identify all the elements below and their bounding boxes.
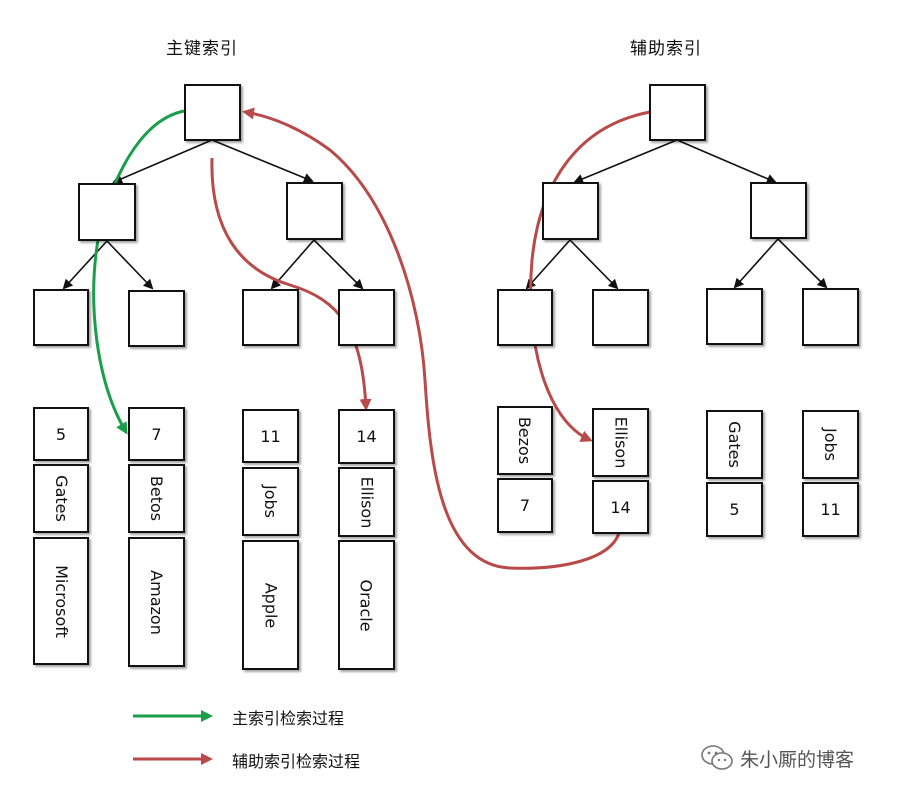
secondary-leaf-4-name: Jobs	[802, 410, 859, 479]
primary-node-right	[286, 182, 343, 240]
primary-leaf-3-id: 11	[242, 409, 299, 463]
secondary-node-rl	[706, 288, 763, 345]
secondary-leaf-1-id: 7	[497, 478, 553, 533]
edge2-r-rr	[777, 238, 828, 289]
secondary-node-right	[750, 182, 807, 239]
secondary-leaf-3-name: Gates	[706, 410, 763, 479]
watermark-text: 朱小厮的博客	[740, 748, 855, 771]
edge-r-rr	[313, 239, 364, 290]
secondary-lookup-path-1	[529, 110, 651, 442]
primary-node-rr	[338, 289, 395, 346]
primary-leaf-1-company: Microsoft	[33, 537, 89, 665]
secondary-index-title: 辅助索引	[630, 39, 702, 59]
primary-leaf-4-name: Ellison	[338, 467, 395, 537]
secondary-node-left	[542, 182, 599, 240]
edge-l-lr	[106, 240, 154, 290]
primary-leaf-4-company: Oracle	[338, 540, 395, 670]
primary-lookup-path	[92, 109, 185, 435]
secondary-leaf-2-id: 14	[592, 480, 649, 534]
secondary-leaf-3-id: 5	[706, 482, 763, 537]
primary-leaf-4-id: 14	[338, 409, 395, 464]
primary-leaf-2-company: Amazon	[128, 537, 185, 667]
secondary-node-ll	[497, 289, 553, 346]
edge2-l-lr	[569, 239, 619, 290]
edge2-r-rl	[733, 238, 779, 289]
edge2-root-left	[573, 139, 678, 184]
primary-leaf-2-name: Betos	[128, 464, 185, 533]
secondary-leaf-1-name: Bezos	[497, 406, 553, 475]
secondary-lookup-path-3	[210, 157, 372, 411]
primary-leaf-3-name: Jobs	[242, 467, 299, 536]
primary-node-rl	[242, 289, 299, 346]
edge-root-left	[112, 139, 213, 184]
secondary-leaf-4-id: 11	[802, 482, 859, 537]
primary-leaf-1-id: 5	[33, 407, 89, 461]
primary-root-node	[184, 84, 241, 141]
primary-index-title: 主键索引	[166, 39, 238, 59]
primary-leaf-1-name: Gates	[33, 464, 89, 533]
legend-secondary-label: 辅助索引检索过程	[232, 752, 361, 771]
edge2-root-right	[676, 139, 777, 184]
watermark: 朱小厮的博客	[700, 744, 854, 772]
primary-leaf-3-company: Apple	[242, 540, 299, 670]
secondary-lookup-path-2	[242, 107, 621, 570]
secondary-node-lr	[592, 289, 649, 346]
wechat-icon	[701, 745, 733, 770]
secondary-node-rr	[802, 288, 859, 346]
edge-root-right	[211, 139, 314, 183]
primary-node-lr	[128, 290, 185, 347]
secondary-root-node	[649, 84, 706, 141]
edge-l-ll	[62, 240, 108, 290]
edge2-l-ll	[525, 239, 571, 290]
legend-primary-label: 主索引检索过程	[232, 709, 345, 728]
secondary-leaf-2-name: Ellison	[592, 408, 649, 477]
primary-node-left	[78, 183, 136, 241]
primary-node-ll	[33, 289, 89, 346]
primary-leaf-2-id: 7	[128, 407, 185, 461]
